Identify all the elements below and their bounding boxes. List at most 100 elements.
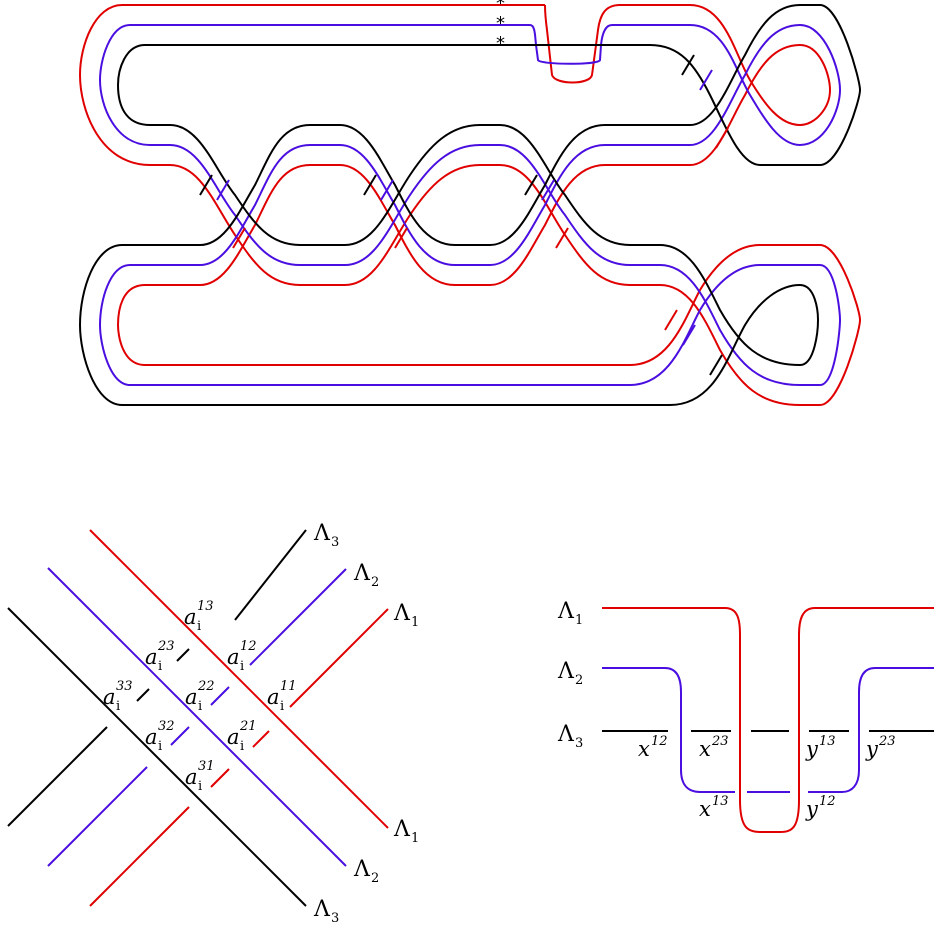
svg-text:Λ: Λ [313,897,331,922]
svg-text:a: a [267,685,280,709]
svg-text:23: 23 [157,639,175,654]
svg-text:33: 33 [116,679,133,694]
svg-text:23: 23 [878,734,896,749]
svg-text:y: y [805,797,819,821]
black-strand-ascending-lower [7,726,108,827]
svg-text:12: 12 [819,794,836,809]
svg-text:i: i [158,739,162,754]
generator-a23: a 23 i [145,639,175,674]
crossing-generator-diagram: Λ 3 Λ 2 Λ 1 Λ 1 Λ 2 Λ 3 a 13 i a [7,521,419,926]
svg-text:2: 2 [371,575,379,590]
red-strand-descending [89,529,389,829]
svg-text:3: 3 [575,736,583,751]
black-strand-ascending-upper [234,529,307,621]
svg-text:Λ: Λ [393,817,411,842]
generator-y23: y 23 [865,734,896,761]
black-strand-descending [7,607,307,907]
svg-text:13: 13 [712,794,729,809]
svg-text:a: a [227,645,240,669]
generator-a32: a 32 i [145,719,175,754]
svg-text:Λ: Λ [313,521,331,546]
svg-text:i: i [197,619,201,634]
dip-label-lambda3: Λ 3 [557,722,583,751]
svg-text:a: a [184,605,197,629]
svg-text:32: 32 [158,719,175,734]
svg-text:2: 2 [371,871,379,886]
svg-text:i: i [198,699,202,714]
red-strand-ascending-upper [289,608,389,708]
svg-text:11: 11 [280,679,297,694]
svg-text:Λ: Λ [393,601,411,626]
svg-text:1: 1 [411,615,419,630]
dip-label-lambda2: Λ 2 [557,659,583,688]
generator-y13: y 13 [805,734,836,761]
blue-strand-middle-loop [99,24,841,386]
generator-y12: y 12 [805,794,836,821]
svg-text:y: y [805,737,819,761]
generator-x23: x 23 [699,734,729,761]
crossing-fragments [199,54,729,376]
svg-text:y: y [865,737,879,761]
red-strand-ascending-lower [89,806,190,907]
svg-text:i: i [240,659,244,674]
svg-text:3: 3 [331,535,339,550]
svg-text:a: a [145,725,158,749]
red-strand-outer-loop [79,4,861,406]
strand-label-lambda3-bottom: Λ 3 [313,897,339,926]
strand-label-lambda1-bottom: Λ 1 [393,817,419,846]
svg-text:Λ: Λ [353,561,371,586]
svg-text:i: i [280,699,284,714]
svg-text:a: a [185,765,198,789]
svg-text:i: i [116,699,120,714]
blue-strand-ascending-upper [249,568,347,666]
red-strand-dip [602,607,934,833]
svg-text:1: 1 [411,831,419,846]
strand-label-lambda1-top: Λ 1 [393,601,419,630]
svg-text:12: 12 [240,639,257,654]
svg-text:3: 3 [331,911,339,926]
generator-a33: a 33 i [103,679,133,714]
generator-a22: a 22 i [185,679,215,714]
generator-a13: a 13 i [184,599,214,634]
blue-strand-rise [808,667,934,793]
svg-text:x: x [699,737,711,761]
link-front-diagram: * * * [79,0,861,406]
svg-text:a: a [185,685,198,709]
svg-text:a: a [227,725,240,749]
blue-strand-descending [47,567,347,867]
svg-text:Λ: Λ [557,599,575,624]
svg-text:31: 31 [198,759,215,774]
basepoint-mark-3: * [496,33,505,54]
basepoint-mark-2: * [496,13,505,34]
svg-text:x: x [699,797,711,821]
strand-label-lambda3-top: Λ 3 [313,521,339,550]
svg-text:23: 23 [711,734,729,749]
black-strand-inner-loop [79,4,861,406]
svg-text:Λ: Λ [557,722,575,747]
dip-generator-diagram: Λ 1 Λ 2 Λ 3 x 12 x 23 y 13 y 23 x 13 [557,599,934,833]
strand-label-lambda2-bottom: Λ 2 [353,857,379,886]
svg-text:a: a [145,645,158,669]
svg-text:22: 22 [197,679,215,694]
svg-text:13: 13 [197,599,214,614]
blue-strand-dip [602,667,735,793]
svg-text:21: 21 [239,719,257,734]
svg-text:13: 13 [819,734,836,749]
svg-text:1: 1 [575,613,583,628]
svg-text:12: 12 [651,734,668,749]
generator-a11: a 11 i [267,679,297,714]
dip-label-lambda1: Λ 1 [557,599,583,628]
svg-text:Λ: Λ [557,659,575,684]
generator-a12: a 12 i [227,639,257,674]
svg-text:i: i [198,779,202,794]
generator-a31: a 31 i [185,759,215,794]
blue-strand-ascending-lower [47,766,148,867]
generator-a21: a 21 i [227,719,257,754]
generator-x12: x 12 [638,734,668,761]
basepoint-mark-1: * [496,0,505,14]
strand-label-lambda2-top: Λ 2 [353,561,379,590]
svg-text:i: i [240,739,244,754]
svg-text:i: i [158,659,162,674]
svg-text:a: a [103,685,116,709]
